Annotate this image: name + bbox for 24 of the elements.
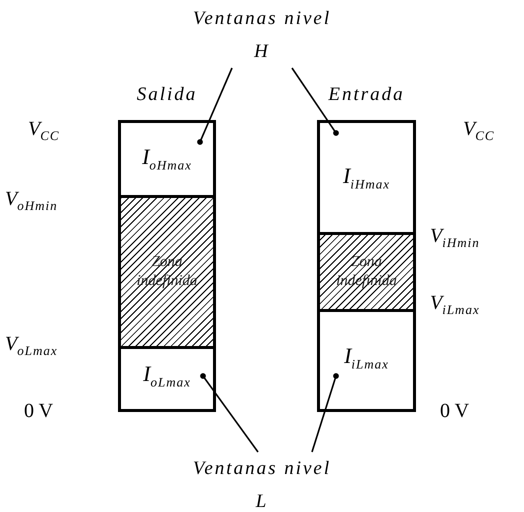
column-heading: Salida: [136, 84, 198, 106]
logic-level-column: [317, 84, 416, 412]
voltage-label: 0 V: [440, 400, 470, 423]
callout-text: Ventanas nivel H: [192, 2, 332, 68]
leader-line: [200, 373, 259, 452]
leader-line: [291, 68, 339, 136]
current-label: I$_{iHmax}$: [343, 162, 390, 192]
current-label: I$_{oHmax}$: [142, 144, 192, 174]
current-label: I$_{iLmax}$: [344, 342, 389, 372]
voltage-label: V$_{CC}$: [28, 118, 60, 144]
voltage-label: V$_{CC}$: [463, 118, 495, 144]
voltage-label: V$_{iHmin}$: [430, 225, 480, 251]
leader-line: [197, 68, 233, 145]
voltage-label: V$_{iLmax}$: [430, 292, 480, 318]
current-label: I$_{oLmax}$: [143, 361, 191, 391]
voltage-label: V$_{oLmax}$: [5, 333, 58, 359]
voltage-label: 0 V: [24, 400, 54, 423]
callout-text: Ventanas nivel L: [192, 452, 332, 512]
column-heading: Entrada: [327, 84, 406, 106]
logic-level-column: [118, 84, 216, 412]
voltage-label: V$_{oHmin}$: [5, 188, 58, 214]
undefined-zone: [320, 232, 413, 312]
undefined-zone: [121, 195, 213, 349]
leader-line: [311, 373, 339, 452]
